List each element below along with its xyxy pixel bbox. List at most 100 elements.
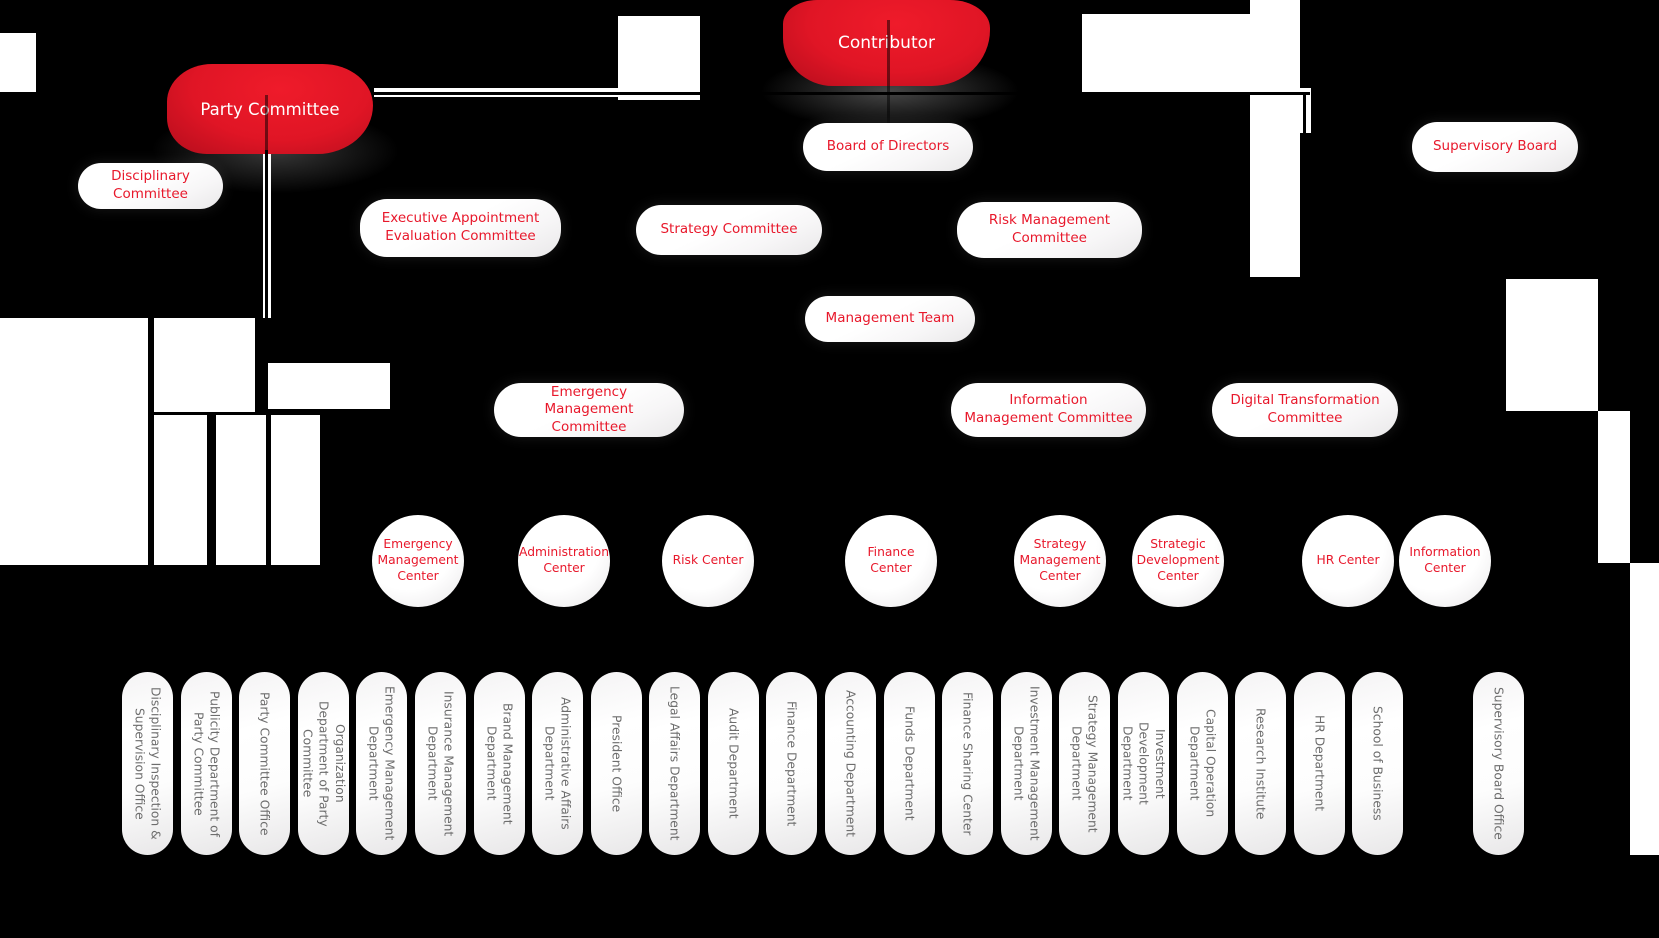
node-strategic-development-center: Strategic Development Center — [1132, 515, 1224, 607]
background-patch — [0, 318, 148, 565]
center-label: Finance Center — [867, 545, 915, 575]
department-label: Strategy Management Department — [1069, 694, 1100, 833]
center-label: Strategy Management Center — [1019, 537, 1101, 583]
supervisory-board-label: Supervisory Board — [1432, 138, 1558, 155]
center-label: Risk Center — [672, 553, 744, 568]
department-label: Organization Department of Party Committ… — [300, 700, 347, 827]
background-patch — [0, 33, 36, 92]
department-label: Audit Department — [726, 708, 741, 819]
center-label: Administration Center — [519, 545, 609, 575]
department-label: Investment Development Department — [1120, 722, 1167, 805]
background-patch — [1598, 411, 1630, 563]
background-patch — [271, 415, 320, 565]
connector-line — [265, 150, 268, 318]
node-contributor: Contributor — [783, 0, 990, 86]
department-label: Finance Sharing Center — [960, 691, 975, 836]
node-dept-investment-management-department: Investment Management Department — [1001, 672, 1052, 855]
department-label: President Office — [609, 714, 624, 813]
background-patch — [1250, 0, 1300, 277]
node-risk-management-committee: Risk Management Committee — [957, 202, 1142, 258]
department-label: Disciplinary Inspection & Supervision Of… — [132, 687, 163, 840]
department-label: School of Business — [1370, 706, 1385, 821]
node-management-team: Management Team — [805, 296, 975, 342]
department-label: Party Committee Office — [257, 691, 272, 836]
node-risk-center: Risk Center — [662, 515, 754, 607]
node-dept-party-committee-office: Party Committee Office — [239, 672, 290, 855]
node-dept-disciplinary-inspection-supervision-office: Disciplinary Inspection & Supervision Of… — [122, 672, 173, 855]
connector-line — [887, 20, 890, 123]
node-dept-capital-operation-department: Capital Operation Department — [1177, 672, 1228, 855]
node-dept-finance-sharing-center: Finance Sharing Center — [942, 672, 993, 855]
committee-label: Strategy Committee — [660, 221, 798, 238]
department-label: Insurance Management Department — [425, 690, 456, 837]
node-hr-center: HR Center — [1302, 515, 1394, 607]
committee-label: Digital Transformation Committee — [1230, 392, 1380, 426]
node-information-center: Information Center — [1399, 515, 1491, 607]
background-patch — [268, 363, 390, 409]
node-dept-strategy-management-department: Strategy Management Department — [1059, 672, 1110, 855]
node-dept-investment-development-department: Investment Development Department — [1118, 672, 1169, 855]
department-label: Administrative Affairs Department — [542, 697, 573, 830]
node-dept-accounting-department: Accounting Department — [825, 672, 876, 855]
department-label: Brand Management Department — [484, 702, 515, 825]
committee-label: Executive Appointment Evaluation Committ… — [381, 210, 540, 244]
node-dept-president-office: President Office — [591, 672, 642, 855]
node-dept-emergency-management-department: Emergency Management Department — [356, 672, 407, 855]
node-dept-administrative-affairs-department: Administrative Affairs Department — [532, 672, 583, 855]
node-emergency-management-center: Emergency Management Center — [372, 515, 464, 607]
node-emergency-management-committee: Emergency Management Committee — [494, 383, 684, 437]
node-dept-finance-department: Finance Department — [766, 672, 817, 855]
node-dept-audit-department: Audit Department — [708, 672, 759, 855]
department-label: Supervisory Board Office — [1491, 687, 1506, 840]
department-label: Investment Management Department — [1011, 686, 1042, 841]
node-finance-center: Finance Center — [845, 515, 937, 607]
center-label: Emergency Management Center — [377, 537, 459, 583]
node-dept-hr-department: HR Department — [1294, 672, 1345, 855]
node-information-management-committee: Information Management Committee — [951, 383, 1146, 437]
background-patch — [1082, 14, 1250, 95]
connector-line — [1303, 92, 1306, 134]
board-of-directors-label: Board of Directors — [826, 138, 950, 155]
center-label: Strategic Development Center — [1136, 537, 1220, 583]
department-label: Publicity Department of Party Committee — [191, 690, 222, 837]
department-label: Legal Affairs Department — [667, 686, 682, 841]
node-dept-organization-department-of-party-committee: Organization Department of Party Committ… — [298, 672, 349, 855]
contributor-label: Contributor — [838, 33, 935, 53]
background-patch — [1506, 279, 1598, 411]
node-board-of-directors: Board of Directors — [803, 123, 973, 171]
disciplinary-committee-label: Disciplinary Committee — [111, 168, 190, 202]
node-dept-school-of-business: School of Business — [1352, 672, 1403, 855]
node-dept-publicity-department-of-party-committee: Publicity Department of Party Committee — [181, 672, 232, 855]
committee-label: Risk Management Committee — [988, 212, 1111, 246]
department-label: Accounting Department — [843, 690, 858, 837]
committee-label: Emergency Management Committee — [544, 383, 634, 435]
node-dept-legal-affairs-department: Legal Affairs Department — [649, 672, 700, 855]
background-patch — [618, 16, 700, 100]
node-dept-funds-department: Funds Department — [884, 672, 935, 855]
center-label: Information Center — [1409, 545, 1481, 575]
department-label: Finance Department — [784, 700, 799, 827]
node-digital-transformation-committee: Digital Transformation Committee — [1212, 383, 1398, 437]
party-committee-label: Party Committee — [200, 99, 340, 119]
department-label: Capital Operation Department — [1187, 709, 1218, 818]
node-administration-center: Administration Center — [518, 515, 610, 607]
committee-label: Information Management Committee — [964, 392, 1133, 426]
department-label: Emergency Management Department — [366, 686, 397, 841]
node-strategy-management-center: Strategy Management Center — [1014, 515, 1106, 607]
background-patch — [154, 318, 255, 412]
node-supervisory-board: Supervisory Board — [1412, 122, 1578, 172]
connector-line — [265, 95, 268, 155]
department-label: Funds Department — [902, 706, 917, 821]
node-disciplinary-committee: Disciplinary Committee — [78, 163, 223, 209]
department-label: HR Department — [1312, 715, 1327, 812]
management-team-label: Management Team — [825, 310, 955, 327]
node-dept-insurance-management-department: Insurance Management Department — [415, 672, 466, 855]
node-executive-appointment-evaluation-committee: Executive Appointment Evaluation Committ… — [360, 199, 561, 257]
node-party-committee: Party Committee — [167, 64, 373, 154]
background-patch — [216, 415, 266, 565]
connector-line — [374, 92, 1310, 95]
node-dept-brand-management-department: Brand Management Department — [474, 672, 525, 855]
background-patch — [1630, 563, 1659, 855]
node-dept-research-institute: Research Institute — [1235, 672, 1286, 855]
